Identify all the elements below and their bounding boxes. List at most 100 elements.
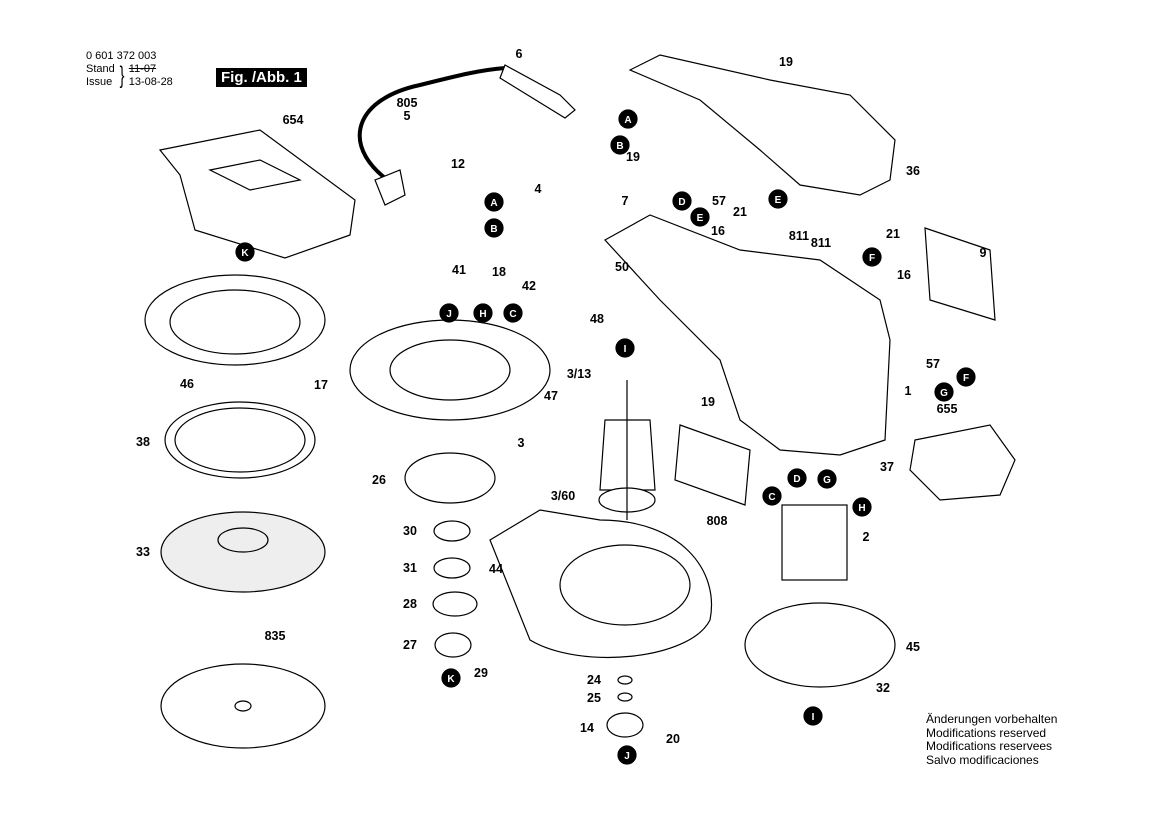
part-number-label: 57	[712, 194, 726, 208]
main-housing-part	[604, 214, 891, 456]
connector-letter-label: B	[616, 141, 623, 152]
connector-letter-label: K	[241, 248, 249, 259]
part-number-label: 44	[489, 562, 503, 576]
issue-date: 13-08-28	[128, 76, 173, 88]
connector-letter-label: F	[869, 253, 875, 264]
callout-letter-marker	[615, 338, 635, 358]
part-number-label: 46	[180, 377, 194, 391]
part-number-label: 57	[926, 357, 940, 371]
connector-letter-label: A	[490, 198, 497, 209]
callout-letter-marker	[787, 468, 807, 488]
bearing-14	[606, 712, 644, 738]
part-number-label: 835	[265, 629, 286, 643]
callout-letter-marker	[934, 382, 954, 402]
part-number-label: 654	[283, 113, 304, 127]
part-number-label: 805	[397, 96, 418, 110]
callout-letter-marker	[484, 192, 504, 212]
dust-bag-part	[158, 129, 356, 259]
part-655	[909, 424, 1016, 501]
callout-letter-marker	[768, 189, 788, 209]
connector-letter-label: I	[624, 344, 627, 355]
connector-letter-label: A	[624, 115, 631, 126]
part-number-label: 16	[897, 268, 911, 282]
callout-letter-marker	[473, 303, 493, 323]
part-number-label: 41	[452, 263, 466, 277]
fan-26	[404, 452, 496, 504]
washer-25	[617, 692, 633, 702]
callout-letter-marker	[762, 486, 782, 506]
callout-letter-marker	[439, 303, 459, 323]
note-line: Modifications reserved	[926, 725, 1047, 740]
connector-letter-label: K	[447, 674, 455, 685]
part-number-label: 31	[403, 561, 417, 575]
ring-38	[164, 401, 316, 479]
part-number-label: 47	[544, 389, 558, 403]
brace: }	[119, 62, 125, 89]
part-number-label: 21	[733, 205, 747, 219]
part-number-label: 808	[707, 514, 728, 528]
connector-letter-label: D	[678, 197, 685, 208]
part-number-label: 3/13	[567, 367, 591, 381]
part-number-label: 45	[906, 640, 920, 654]
part-number-label: 19	[779, 55, 793, 69]
part-number-label: 48	[590, 312, 604, 326]
part-number-label: 7	[622, 194, 629, 208]
plate-808	[674, 424, 751, 506]
part-number-label: 21	[886, 227, 900, 241]
part-27	[434, 632, 472, 658]
part-number-label: 50	[615, 260, 629, 274]
connector-letter-label: E	[775, 195, 782, 206]
part-number-label: 30	[403, 524, 417, 538]
sanding-disc	[160, 663, 326, 749]
note-line: Salvo modificaciones	[926, 752, 1039, 767]
power-cord-part	[357, 66, 506, 187]
fan-cover-part	[349, 319, 551, 421]
part-number-label: 4	[535, 182, 542, 196]
washer-24	[617, 675, 633, 685]
callout-letter-marker	[803, 706, 823, 726]
part-number-label: 27	[403, 638, 417, 652]
part-28	[432, 591, 478, 617]
connector-letter-label: J	[624, 751, 630, 762]
part-number-label: 12	[451, 157, 465, 171]
part-number-label: 3/60	[551, 489, 575, 503]
part-number-label: 24	[587, 673, 601, 687]
part-number-label: 1	[905, 384, 912, 398]
part-number-label: 32	[876, 681, 890, 695]
connector-letter-label: H	[479, 309, 486, 320]
ring-46	[144, 274, 326, 366]
callout-letter-marker	[235, 242, 255, 262]
base-44	[489, 509, 712, 659]
connector-letter-label: G	[940, 388, 948, 399]
connector-letter-label: C	[768, 492, 775, 503]
part-number-label: 28	[403, 597, 417, 611]
housing-cover-part	[628, 54, 896, 196]
part-number-label: 19	[701, 395, 715, 409]
part-number-label: 38	[136, 435, 150, 449]
part-number-label: 9	[980, 246, 987, 260]
connector-letter-label: J	[446, 309, 452, 320]
modification-notes: Änderungen vorbehalten Modifications res…	[926, 712, 1058, 767]
part-number-label: 16	[711, 224, 725, 238]
note-line: Änderungen vorbehalten	[926, 712, 1058, 726]
part-number-label: 36	[906, 164, 920, 178]
connector-letter-label: H	[858, 503, 865, 514]
part-number-label: 655	[937, 402, 958, 416]
connector-letter-label: D	[793, 474, 800, 485]
plate-9	[924, 227, 996, 321]
figure-label: Fig. /Abb. 1	[216, 68, 307, 87]
part-number-label: 2	[863, 530, 870, 544]
part-number-label: 811	[789, 229, 809, 243]
part-number-label: 6	[516, 47, 523, 61]
part-number: 0 601 372 003	[86, 50, 157, 62]
callout-letter-marker	[617, 745, 637, 765]
connector-letter-label: C	[509, 309, 516, 320]
part-number-label: 3	[518, 436, 525, 450]
part-number-label: 19	[626, 150, 640, 164]
part-number-label: 33	[136, 545, 150, 559]
callout-letter-marker	[690, 207, 710, 227]
callout-letter-marker	[610, 135, 630, 155]
connector-letter-label: E	[697, 213, 704, 224]
